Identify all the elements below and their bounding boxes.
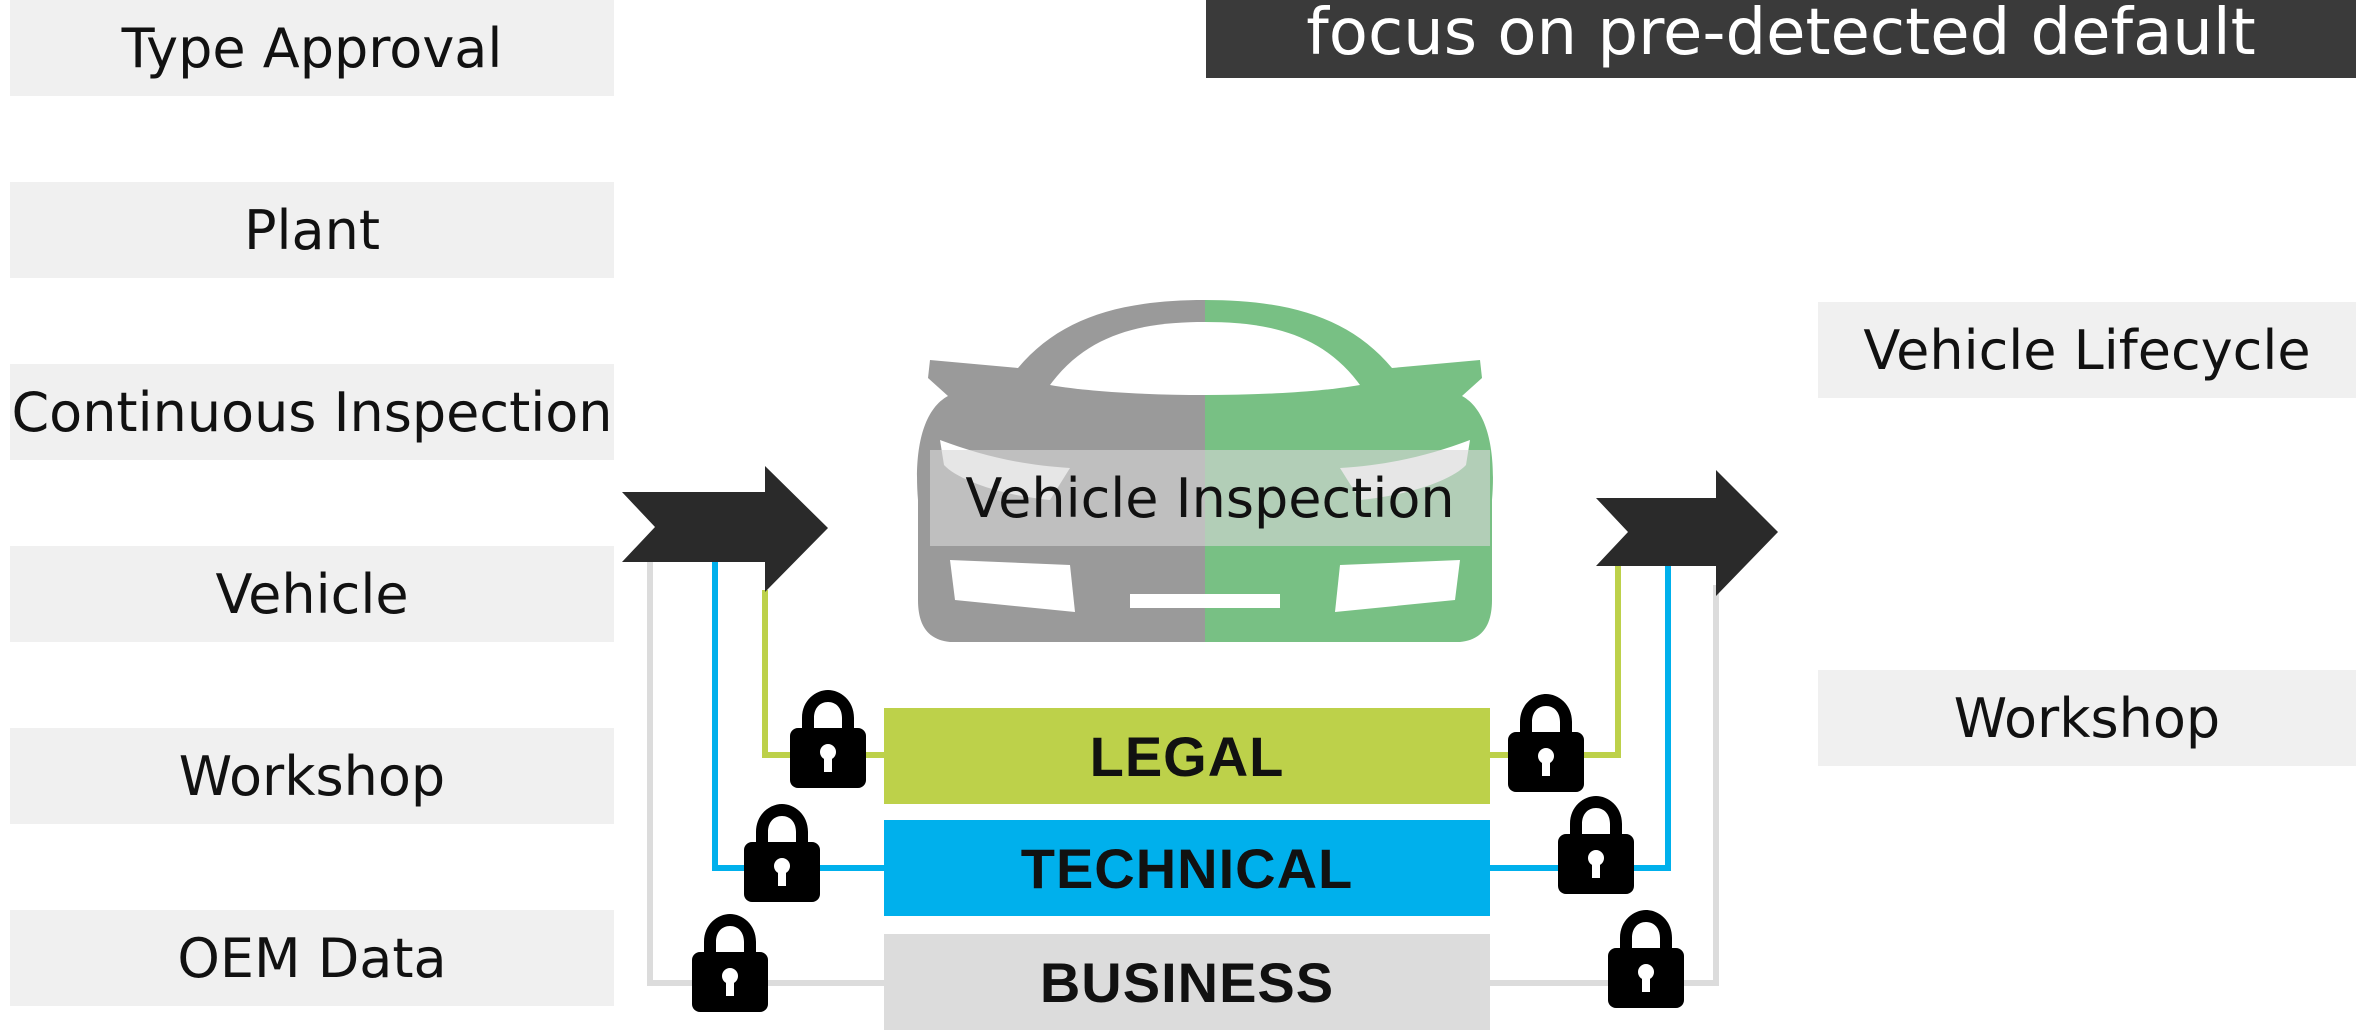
- input-oem-data: OEM Data: [10, 910, 614, 1006]
- connector-business-right: [1490, 585, 1719, 986]
- layer-technical: TECHNICAL: [884, 820, 1490, 916]
- output-vehicle-lifecycle: Vehicle Lifecycle: [1818, 302, 2356, 398]
- input-label: Continuous Inspection: [11, 380, 613, 444]
- vehicle-inspection-label: Vehicle Inspection: [930, 450, 1490, 546]
- input-workshop: Workshop: [10, 728, 614, 824]
- input-label: OEM Data: [177, 926, 447, 990]
- arrow-right-icon: [622, 466, 828, 592]
- banner-text: focus on pre-detected default: [1306, 0, 2256, 70]
- input-label: Workshop: [178, 744, 446, 808]
- connector-technical-right: [1490, 560, 1671, 871]
- layer-business: BUSINESS: [884, 934, 1490, 1030]
- layer-label: LEGAL: [1089, 724, 1285, 788]
- input-label: Type Approval: [121, 16, 503, 80]
- input-type-approval: Type Approval: [10, 0, 614, 96]
- input-vehicle: Vehicle: [10, 546, 614, 642]
- lock-icon: [692, 914, 768, 1012]
- layer-label: BUSINESS: [1039, 950, 1335, 1014]
- input-label: Vehicle: [215, 562, 409, 626]
- input-label: Plant: [243, 198, 381, 262]
- connector-business-left: [647, 560, 884, 986]
- header-banner: focus on pre-detected default: [1206, 0, 2356, 78]
- input-continuous-inspection: Continuous Inspection: [10, 364, 614, 460]
- connector-technical-left: [712, 560, 884, 871]
- lock-icon: [1558, 796, 1634, 894]
- output-workshop: Workshop: [1818, 670, 2356, 766]
- center-label: Vehicle Inspection: [965, 466, 1455, 530]
- output-label: Workshop: [1953, 686, 2221, 750]
- lock-icon: [1508, 694, 1584, 792]
- arrow-right-icon: [1596, 470, 1778, 596]
- lock-icon: [744, 804, 820, 902]
- lock-icon: [790, 690, 866, 788]
- connector-legal-right: [1490, 565, 1621, 758]
- layer-label: TECHNICAL: [1020, 836, 1354, 900]
- lock-icon: [1608, 910, 1684, 1008]
- layer-legal: LEGAL: [884, 708, 1490, 804]
- input-plant: Plant: [10, 182, 614, 278]
- output-label: Vehicle Lifecycle: [1863, 318, 2311, 382]
